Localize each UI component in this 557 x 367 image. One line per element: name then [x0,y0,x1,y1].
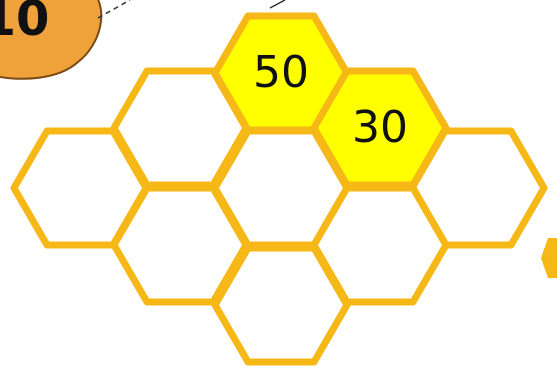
dashed-connector [98,0,130,18]
hex-value: 30 [352,102,408,153]
hex-value: 50 [253,47,309,98]
hex-shape[interactable] [215,248,347,362]
hexagon-piece-icon[interactable] [541,238,557,278]
coin-value: 10 [0,0,49,47]
dashed-connector-top [270,0,285,8]
hex-cell[interactable] [215,248,347,362]
coin-counter: 10 [0,0,101,79]
